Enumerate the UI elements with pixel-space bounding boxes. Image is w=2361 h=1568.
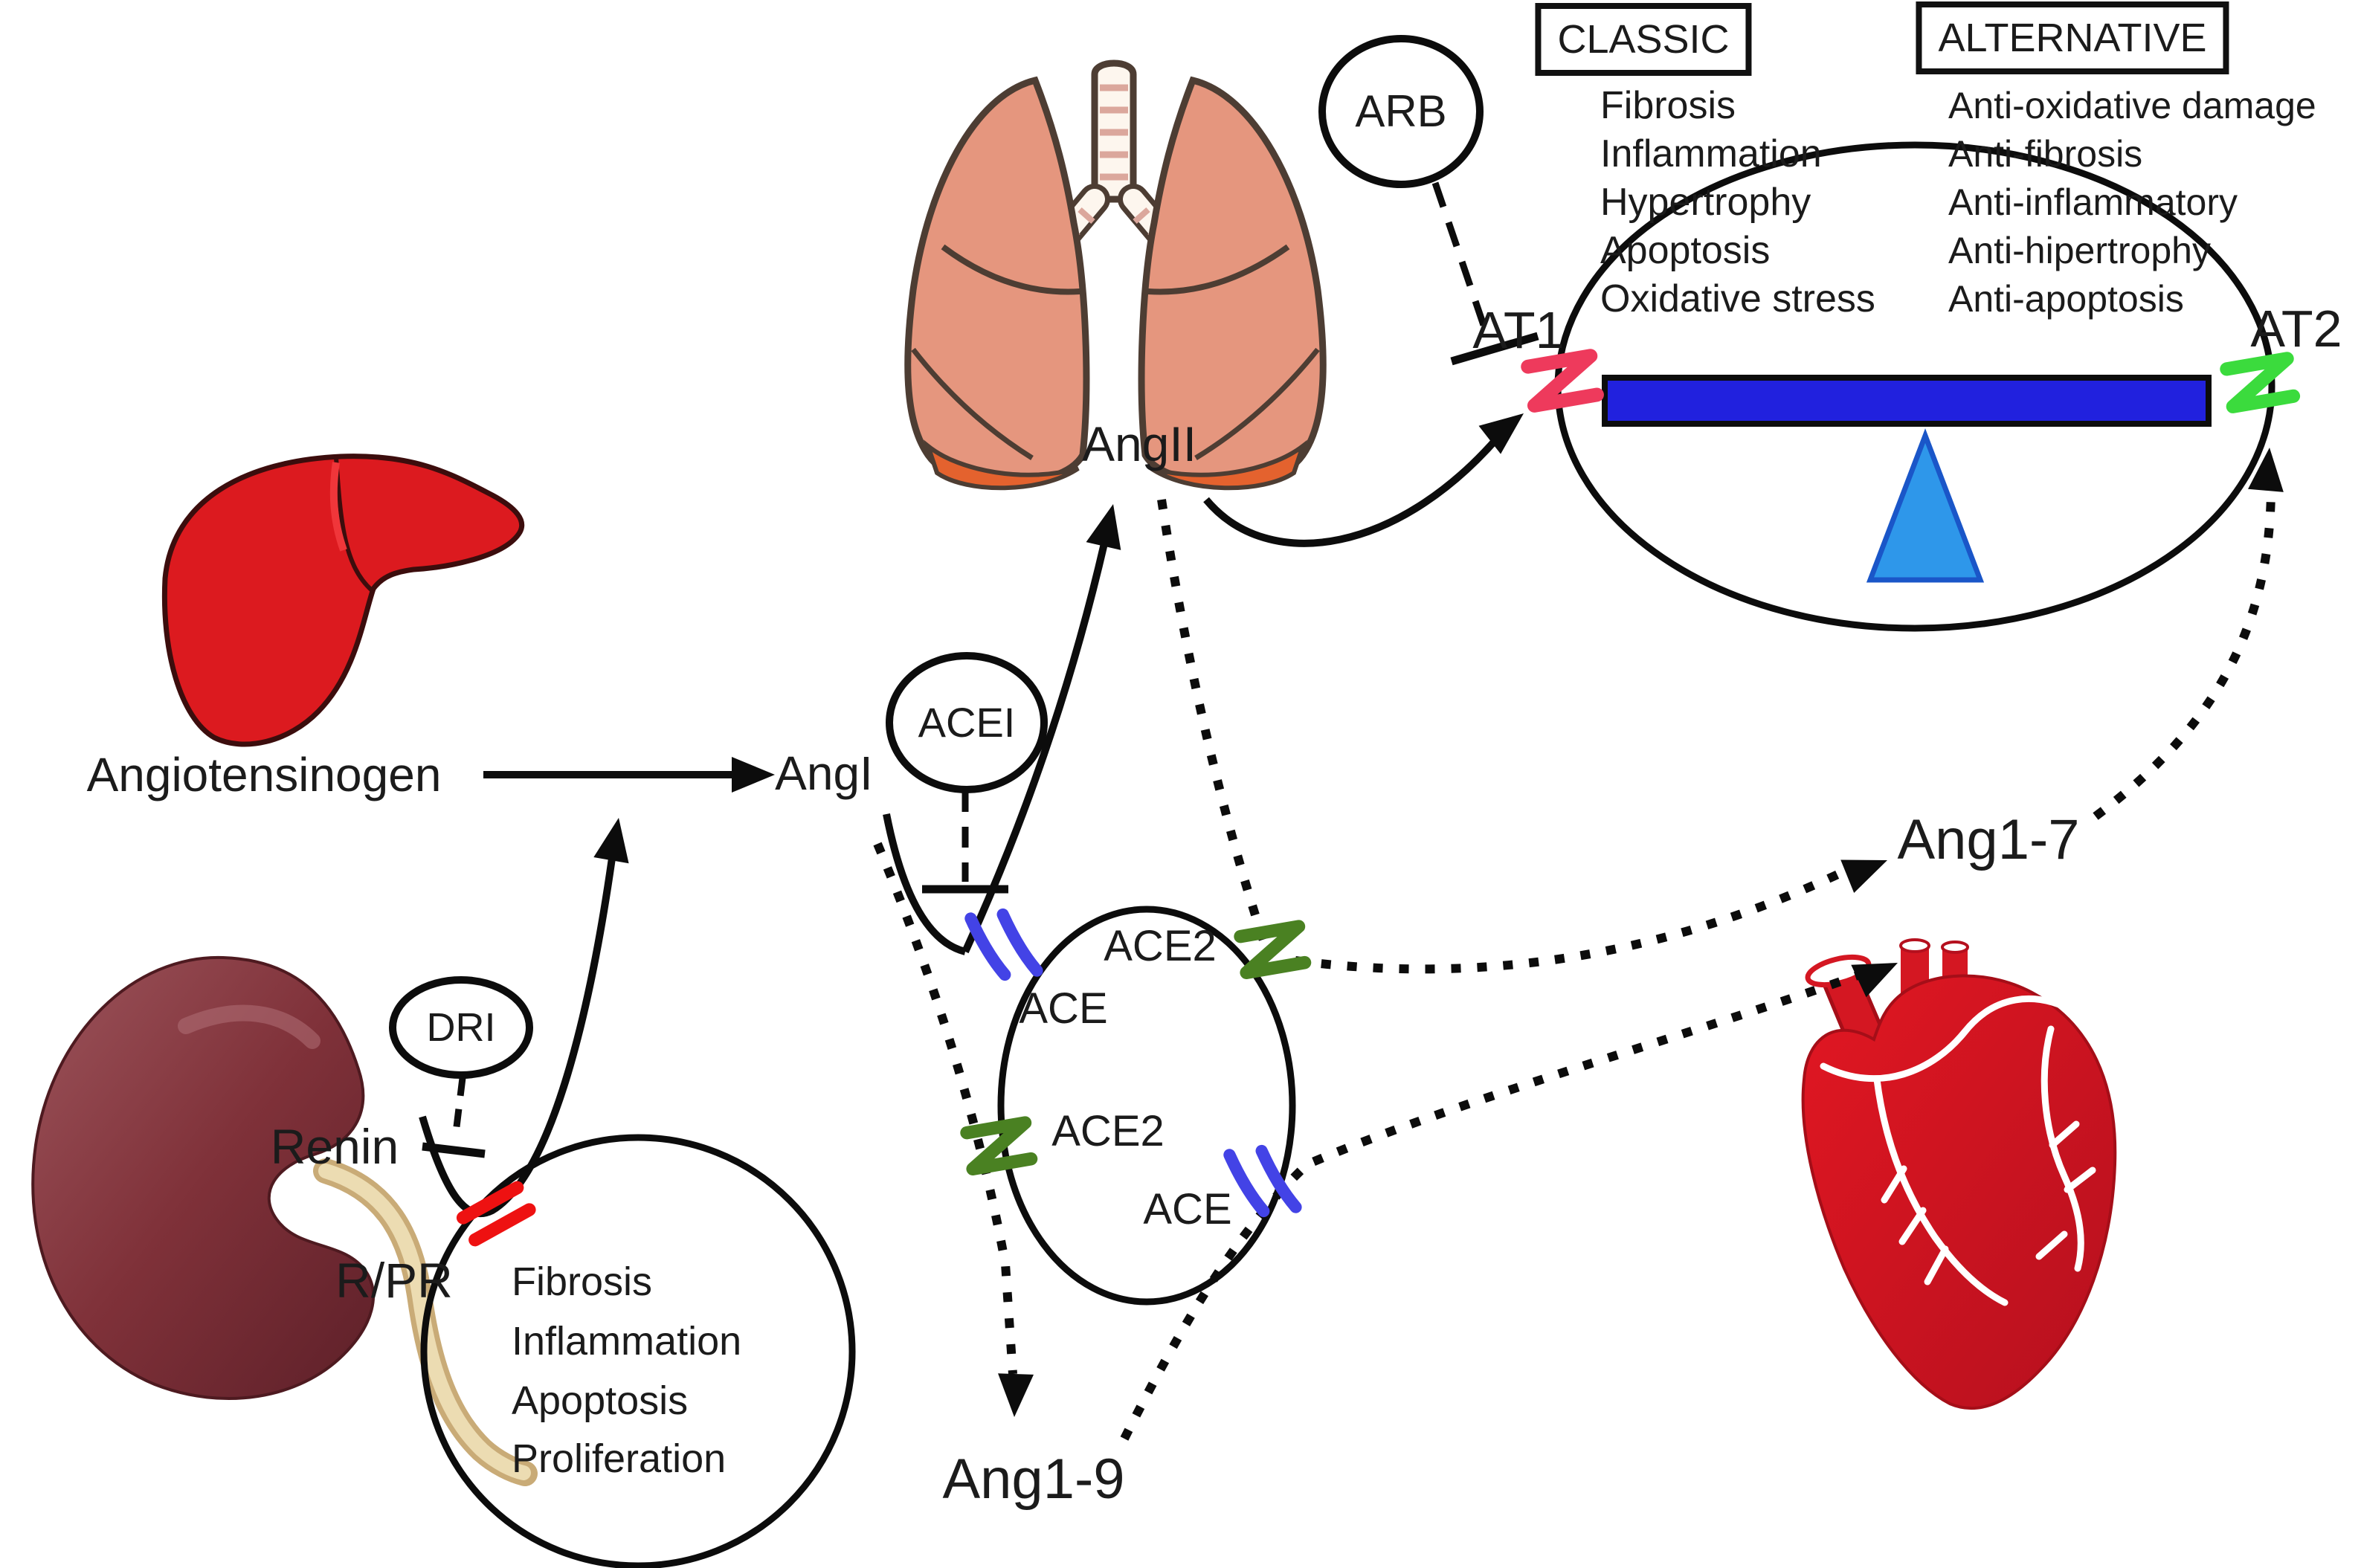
- arb-label: ARB: [1355, 86, 1447, 136]
- ace-upper-label: ACE: [1019, 984, 1108, 1033]
- classic-item: Inflammation: [1600, 132, 1822, 175]
- acei-circle: [886, 652, 1048, 793]
- acei-label: ACEI: [918, 699, 1016, 746]
- alternative-item: Anti-oxidative damage: [1948, 85, 2316, 126]
- arb-inhibition-line: [1431, 181, 1539, 366]
- ace2-lower-label: ACE2: [1051, 1107, 1165, 1155]
- alternative-item: Anti-inflammatory: [1948, 181, 2238, 223]
- dotted-ang19-via-ace-to-ang17: [1120, 963, 1898, 1441]
- at2-receptor-icon: [2226, 358, 2293, 406]
- fulcrum-triangle: [1866, 428, 1985, 583]
- blocked-renin-receptor-icon: [463, 1187, 529, 1239]
- rpr-label: R/PR: [335, 1253, 453, 1308]
- angii-label: AngII: [1081, 416, 1197, 471]
- arrow-angii-to-at1: [1203, 413, 1524, 547]
- at2-label: AT2: [2250, 300, 2342, 358]
- alternative-item: Anti-fibrosis: [1948, 133, 2143, 175]
- rpr-effects-circle: [420, 1134, 856, 1568]
- rpr-effect-item: Proliferation: [512, 1436, 727, 1481]
- classic-item: Apoptosis: [1600, 229, 1771, 272]
- dri-inhibition-line: [422, 1077, 486, 1158]
- acei-inhibition-line: [922, 791, 1008, 894]
- angi-label: AngI: [775, 746, 873, 800]
- dotted-angii-via-ace2-to-ang17: [1157, 499, 1887, 974]
- rpr-effect-item: Fibrosis: [512, 1259, 653, 1304]
- ang17-label: Ang1-7: [1897, 808, 2080, 871]
- alternative-item: Anti-hipertrophy: [1948, 230, 2211, 271]
- renin-label: Renin: [270, 1119, 399, 1174]
- ace2-enzyme-icon-upper: [1240, 926, 1304, 972]
- angiotensinogen-label: Angiotensinogen: [86, 748, 442, 801]
- classic-item: Oxidative stress: [1600, 277, 1875, 320]
- arb-circle: [1318, 35, 1484, 188]
- dri-circle: [389, 976, 533, 1079]
- at1-label: AT1: [1472, 301, 1565, 359]
- kidney-icon: [31, 955, 538, 1486]
- alternative-item: Anti-apoptosis: [1948, 278, 2184, 320]
- enzyme-ellipse: [997, 906, 1296, 1306]
- alternative-box-title: ALTERNATIVE: [1916, 1, 2229, 74]
- at1-receptor-icon: [1528, 356, 1597, 406]
- classic-item: Hypertrophy: [1600, 181, 1811, 224]
- lungs-icon: [904, 59, 1327, 491]
- ang19-label: Ang1-9: [942, 1448, 1125, 1511]
- rpr-effect-item: Apoptosis: [512, 1378, 689, 1423]
- classic-box-title: CLASSIC: [1535, 3, 1752, 76]
- dotted-angi-to-ang19: [873, 842, 1034, 1417]
- arrow-angiotensinogen-to-angi: [483, 757, 775, 793]
- liver-icon: [161, 454, 525, 747]
- dri-label: DRI: [426, 1005, 496, 1050]
- dotted-ang17-to-at2: [2093, 448, 2284, 820]
- ace-lower-label: ACE: [1143, 1185, 1232, 1233]
- heart-icon: [1801, 938, 2117, 1410]
- balance-bar: [1602, 375, 2212, 427]
- classic-item: Fibrosis: [1600, 84, 1736, 127]
- rpr-effect-item: Inflammation: [512, 1319, 742, 1364]
- ace2-upper-label: ACE2: [1104, 922, 1217, 970]
